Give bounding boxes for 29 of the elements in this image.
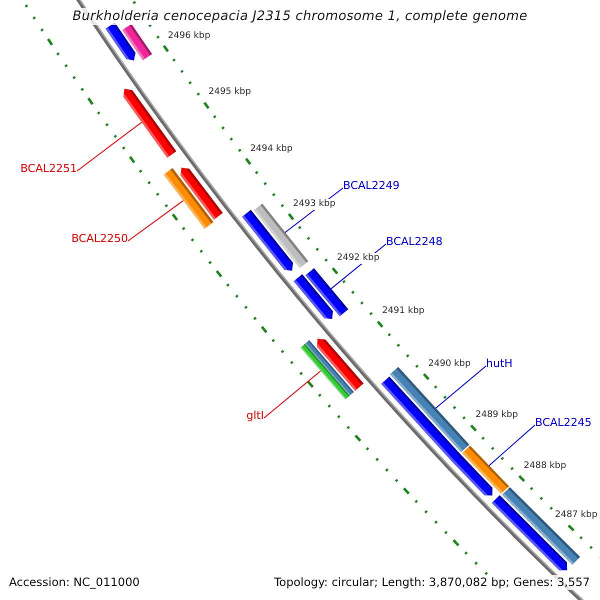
genome-summary-text: Topology: circular; Length: 3,870,082 bp; Genes: 3,557 (272, 575, 592, 590)
gene-block (122, 24, 152, 60)
gene-label: BCAL2249 (343, 179, 400, 192)
leader-line (435, 366, 486, 409)
leader-line (128, 200, 184, 242)
gene-feature (123, 88, 176, 158)
scale-label: 2487 kbp (554, 510, 598, 521)
scale-label: 2495 kbp (208, 87, 252, 98)
gene-label: BCAL2250 (71, 232, 128, 245)
scale-label: 2496 kbp (166, 30, 212, 42)
gene-block (306, 268, 348, 316)
scale-label: 2493 kbp (292, 198, 336, 210)
leader-line (488, 424, 536, 466)
accession-text: Accession: NC_011000 (9, 575, 140, 590)
scale-label: 2490 kbp (427, 358, 472, 370)
gene-label: BCAL2251 (20, 162, 77, 175)
scale-label: 2489 kbp (474, 410, 519, 422)
scale-label: 2491 kbp (381, 306, 426, 318)
gene-feature (451, 453, 492, 496)
scale-label: 2492 kbp (336, 252, 380, 264)
scale-label: 2488 kbp (522, 460, 568, 472)
gene-block (164, 168, 214, 229)
scale-label: 2494 kbp (249, 144, 294, 154)
gene-label: BCAL2245 (535, 416, 592, 429)
leader-line (264, 370, 322, 418)
leader-line (76, 122, 142, 172)
gene-label: BCAL2248 (386, 235, 443, 248)
gene-label: hutH (486, 357, 513, 370)
gene-label: gltI (246, 409, 264, 422)
